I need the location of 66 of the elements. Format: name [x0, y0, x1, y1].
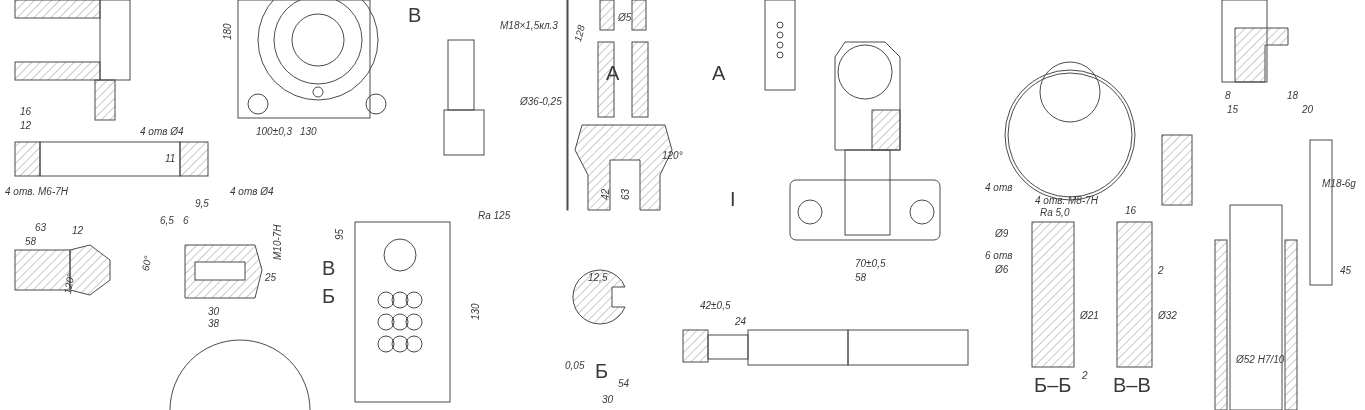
dimension-text: 130: [300, 126, 317, 137]
dimension-text: 120°: [62, 272, 77, 295]
section-mark: A: [712, 62, 726, 84]
dimension-text: 11: [165, 153, 176, 164]
dimension-text: 70±0,5: [855, 258, 886, 269]
dimension-text: 0,05: [565, 360, 585, 371]
dimension-text: Ø21: [1080, 310, 1099, 321]
dimension-text: 130: [470, 303, 481, 320]
dimension-text: 24: [735, 316, 747, 327]
dimension-text: 12: [20, 120, 32, 131]
dimension-text: Ra 125: [478, 210, 511, 221]
section-mark: I: [730, 188, 736, 210]
dimension-text: 42±0,5: [700, 300, 731, 311]
dimension-text: 18: [1287, 90, 1299, 101]
section-mark: Б: [595, 360, 609, 382]
dimension-text: 16: [20, 106, 32, 117]
dimension-text: Ø32: [1158, 310, 1177, 321]
section-mark: Б: [322, 285, 336, 307]
dimension-text: 4 отв Ø4: [230, 186, 274, 197]
dimension-text: 128: [572, 23, 587, 43]
dimension-text: 100±0,3: [256, 126, 293, 137]
dimension-text: 180: [222, 23, 233, 40]
dimension-text: 15: [1227, 104, 1239, 115]
dimension-text: 16: [1125, 205, 1137, 216]
dimension-text: 58: [25, 236, 37, 247]
dimension-text: Ra 5,0: [1040, 207, 1070, 218]
dimension-text: 8: [1225, 90, 1231, 101]
dimension-text: M18-6g: [1322, 178, 1356, 189]
dimension-text: 58: [855, 272, 867, 283]
dimension-text: 4 отв: [985, 182, 1013, 193]
dimension-text: Ø52 H7/10: [1236, 354, 1285, 365]
dimension-text: 60°: [140, 255, 154, 272]
dimension-text: 54: [618, 378, 630, 389]
dimension-text: Ø5: [618, 12, 632, 23]
section-mark: В: [408, 4, 422, 26]
dimension-text: 38: [208, 318, 220, 329]
dimension-text: 95: [334, 228, 345, 240]
section-mark: Б–Б: [1034, 374, 1072, 396]
section-mark: A: [606, 62, 620, 84]
dimension-text: 4 отв. M6-7H: [5, 186, 68, 197]
dimension-text: 42: [600, 188, 611, 200]
dimension-text: 63: [35, 222, 47, 233]
dimension-text: 12: [72, 225, 84, 236]
dimension-text: 6: [183, 215, 189, 226]
section-mark: В–В: [1113, 374, 1151, 396]
dimension-text: 30: [602, 394, 614, 405]
section-mark: В: [322, 257, 336, 279]
dimension-text: 6,5: [160, 215, 174, 226]
dimension-text: 9,5: [195, 198, 209, 209]
dimension-text: 63: [620, 188, 631, 200]
dimension-text: Ø6: [995, 264, 1009, 275]
dimension-text: 30: [208, 306, 220, 317]
dimension-text: Ø9: [995, 228, 1009, 239]
dimension-text: 2: [1158, 265, 1164, 276]
dimension-text: Ø36-0,25: [520, 96, 562, 107]
dimension-text: 12,5: [588, 272, 608, 283]
dimension-text: 20: [1302, 104, 1314, 115]
dimension-text: 2: [1082, 370, 1088, 381]
dimension-text: M18×1,5кл.3: [500, 20, 558, 31]
dimension-text: 25: [265, 272, 277, 283]
dimension-text: 45: [1340, 265, 1352, 276]
dimension-text: 4 отв Ø4: [140, 126, 184, 137]
dimension-text: 120°: [662, 150, 683, 161]
dimension-text: M10-7H: [272, 224, 283, 260]
dimension-text: 6 отв: [985, 250, 1013, 261]
dimension-text: 4 отв. M8-7H: [1035, 195, 1098, 206]
